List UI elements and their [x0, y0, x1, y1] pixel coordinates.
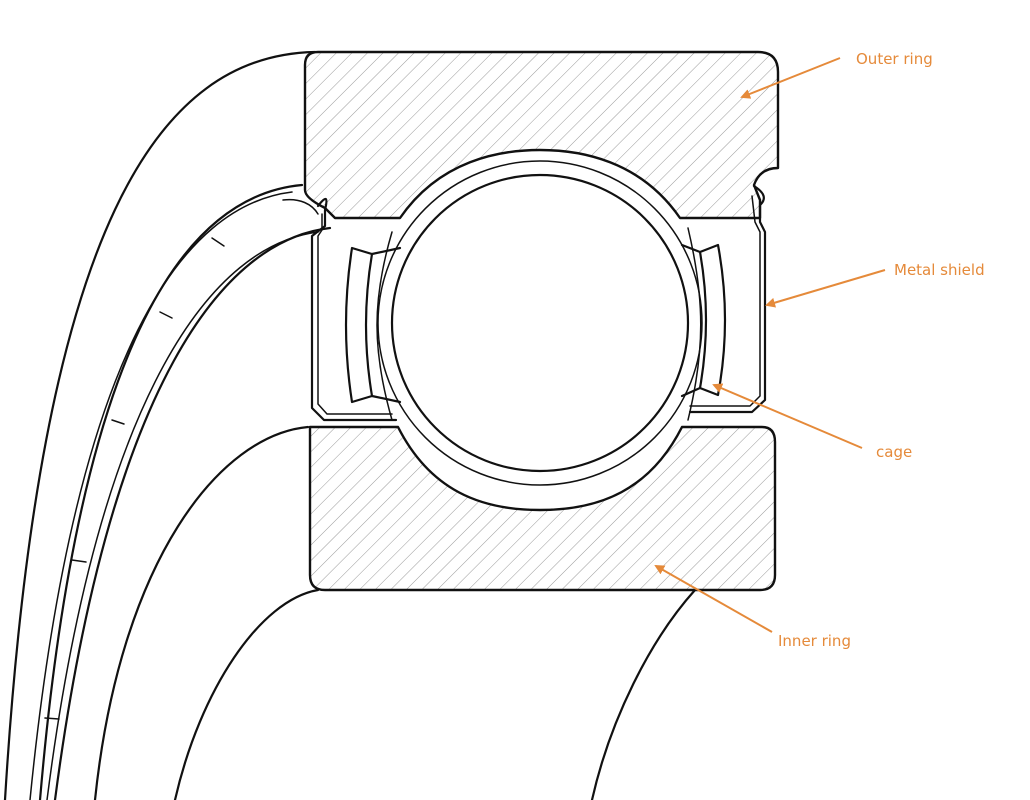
leader-outer-ring — [740, 57, 841, 99]
metal-shield-right — [688, 184, 767, 414]
metal-shield-label: Metal shield — [894, 261, 985, 279]
leader-metal-shield — [765, 269, 886, 308]
ring-body-perspective — [3, 50, 697, 800]
leader-inner-ring — [654, 565, 773, 633]
ball — [377, 160, 703, 486]
inner-ring-label: Inner ring — [778, 632, 851, 650]
outer-ring-label: Outer ring — [856, 50, 933, 68]
cage-right — [680, 227, 727, 421]
cage-label: cage — [876, 443, 913, 461]
metal-shield-left — [310, 197, 398, 422]
leader-cage — [712, 383, 863, 449]
inner-ring-section — [308, 425, 777, 592]
outer-ring-section — [303, 50, 780, 220]
